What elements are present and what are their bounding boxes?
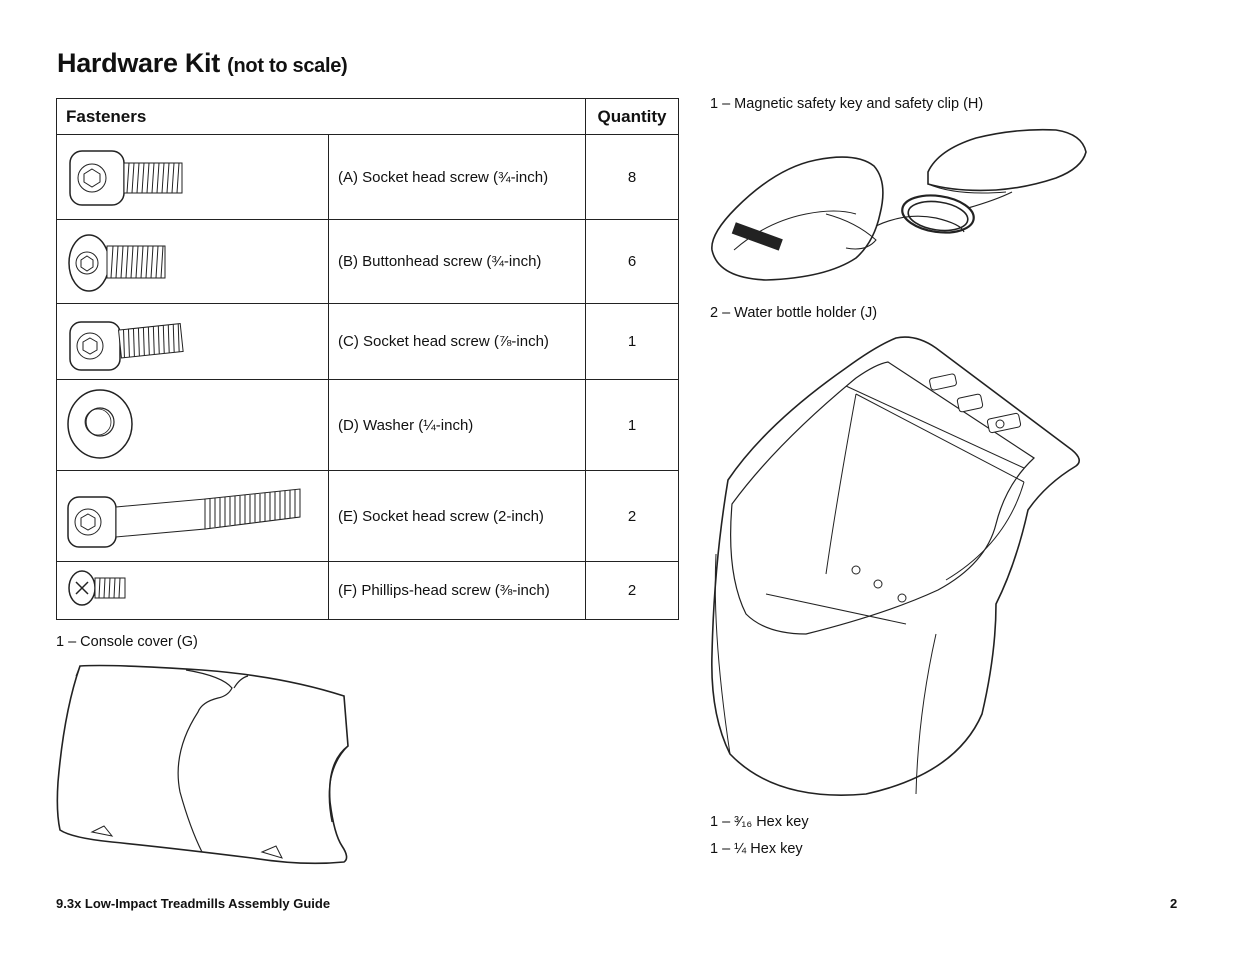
page-title: Hardware Kit (not to scale) (57, 48, 348, 79)
bottle-holder-illustration (711, 336, 1080, 796)
hex-key-small-caption: 1 – ³⁄₁₆ Hex key (710, 814, 809, 830)
console-cover-caption: 1 – Console cover (G) (56, 634, 198, 650)
table-header-row: Fasteners Quantity (56, 98, 679, 135)
fastener-quantity: 2 (585, 470, 679, 562)
fastener-image-cell (56, 561, 329, 620)
fastener-label: (B) Buttonhead screw (¾-inch) (328, 219, 586, 304)
washer-icon (67, 389, 133, 459)
footer-page-number: 2 (1170, 896, 1178, 911)
title-main: Hardware Kit (57, 48, 220, 78)
bottle-holder-caption: 2 – Water bottle holder (J) (710, 305, 878, 321)
hex-key-quarter-caption: 1 – ¼ Hex key (710, 841, 803, 857)
quantity-header: Quantity (585, 98, 679, 135)
fastener-quantity: 1 (585, 303, 679, 380)
safety-key-caption: 1 – Magnetic safety key and safety clip … (710, 96, 984, 112)
fastener-image-cell (56, 134, 329, 220)
buttonhead-screw-icon (68, 234, 166, 292)
fastener-image-cell (56, 303, 329, 380)
console-cover-illustration (56, 664, 349, 865)
socket-head-screw-icon (69, 321, 184, 371)
fasteners-table: Fasteners Quantity (A) Socket head screw… (56, 98, 679, 620)
fastener-label: (D) Washer (¼-inch) (328, 379, 586, 471)
table-row: (C) Socket head screw (⅞-inch) 1 (56, 303, 679, 380)
footer-guide-title: 9.3x Low-Impact Treadmills Assembly Guid… (56, 896, 331, 911)
fastener-image-cell (56, 470, 329, 562)
fastener-quantity: 2 (585, 561, 679, 620)
phillips-head-screw-icon (68, 570, 126, 606)
fastener-quantity: 8 (585, 134, 679, 220)
table-row: (F) Phillips-head screw (⅜-inch) 2 (56, 561, 679, 620)
fastener-image-cell (56, 219, 329, 304)
table-row: (D) Washer (¼-inch) 1 (56, 379, 679, 471)
fastener-quantity: 1 (585, 379, 679, 471)
fastener-label: (E) Socket head screw (2-inch) (328, 470, 586, 562)
long-socket-head-screw-icon (67, 488, 301, 548)
title-subtitle: (not to scale) (227, 55, 348, 77)
socket-head-screw-icon (69, 150, 183, 206)
table-row: (A) Socket head screw (¾-inch) 8 (56, 134, 679, 220)
fastener-label: (A) Socket head screw (¾-inch) (328, 134, 586, 220)
fastener-quantity: 6 (585, 219, 679, 304)
safety-key-illustration (711, 128, 1087, 281)
fastener-image-cell (56, 379, 329, 471)
fastener-label: (C) Socket head screw (⅞-inch) (328, 303, 586, 380)
fasteners-header: Fasteners (56, 98, 586, 135)
table-row: (E) Socket head screw (2-inch) 2 (56, 470, 679, 562)
brand-logo (731, 222, 783, 251)
fastener-label: (F) Phillips-head screw (⅜-inch) (328, 561, 586, 620)
table-row: (B) Buttonhead screw (¾-inch) 6 (56, 219, 679, 304)
